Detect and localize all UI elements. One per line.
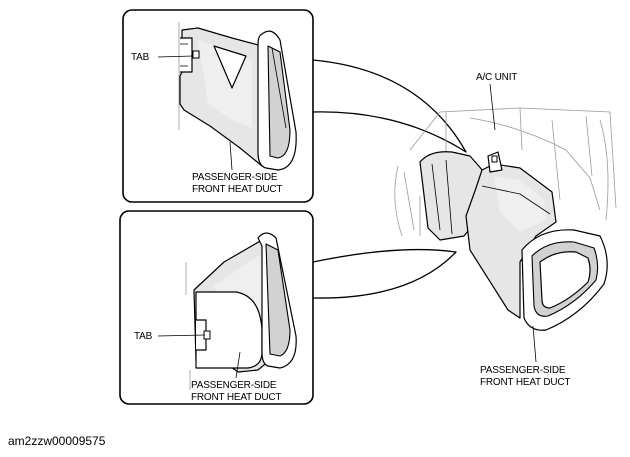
bottom-duct-label-line2: FRONT HEAT DUCT — [191, 392, 281, 403]
figure-id-caption: am2zzw00009575 — [8, 434, 106, 448]
ac-unit-label: A/C UNIT — [476, 72, 517, 83]
top-duct-label-line1: PASSENGER-SIDE — [192, 172, 278, 183]
main-assembly-view: A/C UNIT PASSENGER-SIDE FRONT HEAT DUCT — [394, 72, 617, 388]
callout-curve-top — [312, 59, 467, 153]
top-tab-clip — [180, 37, 193, 73]
bottom-detail-inset: TAB PASSENGER-SIDE FRONT HEAT DUCT — [119, 210, 314, 405]
main-duct-label-line2: FRONT HEAT DUCT — [480, 377, 570, 388]
top-detail-inset: TAB PASSENGER-SIDE FRONT HEAT DUCT — [122, 9, 314, 203]
top-duct-label-line2: FRONT HEAT DUCT — [192, 184, 282, 195]
callout-curve-bottom — [312, 248, 457, 299]
top-duct-cutout — [213, 45, 247, 89]
bottom-tab-label: TAB — [134, 331, 153, 342]
bottom-duct-label-line1: PASSENGER-SIDE — [191, 380, 277, 391]
top-tab-label: TAB — [131, 52, 150, 63]
main-duct-label-line1: PASSENGER-SIDE — [480, 365, 566, 376]
